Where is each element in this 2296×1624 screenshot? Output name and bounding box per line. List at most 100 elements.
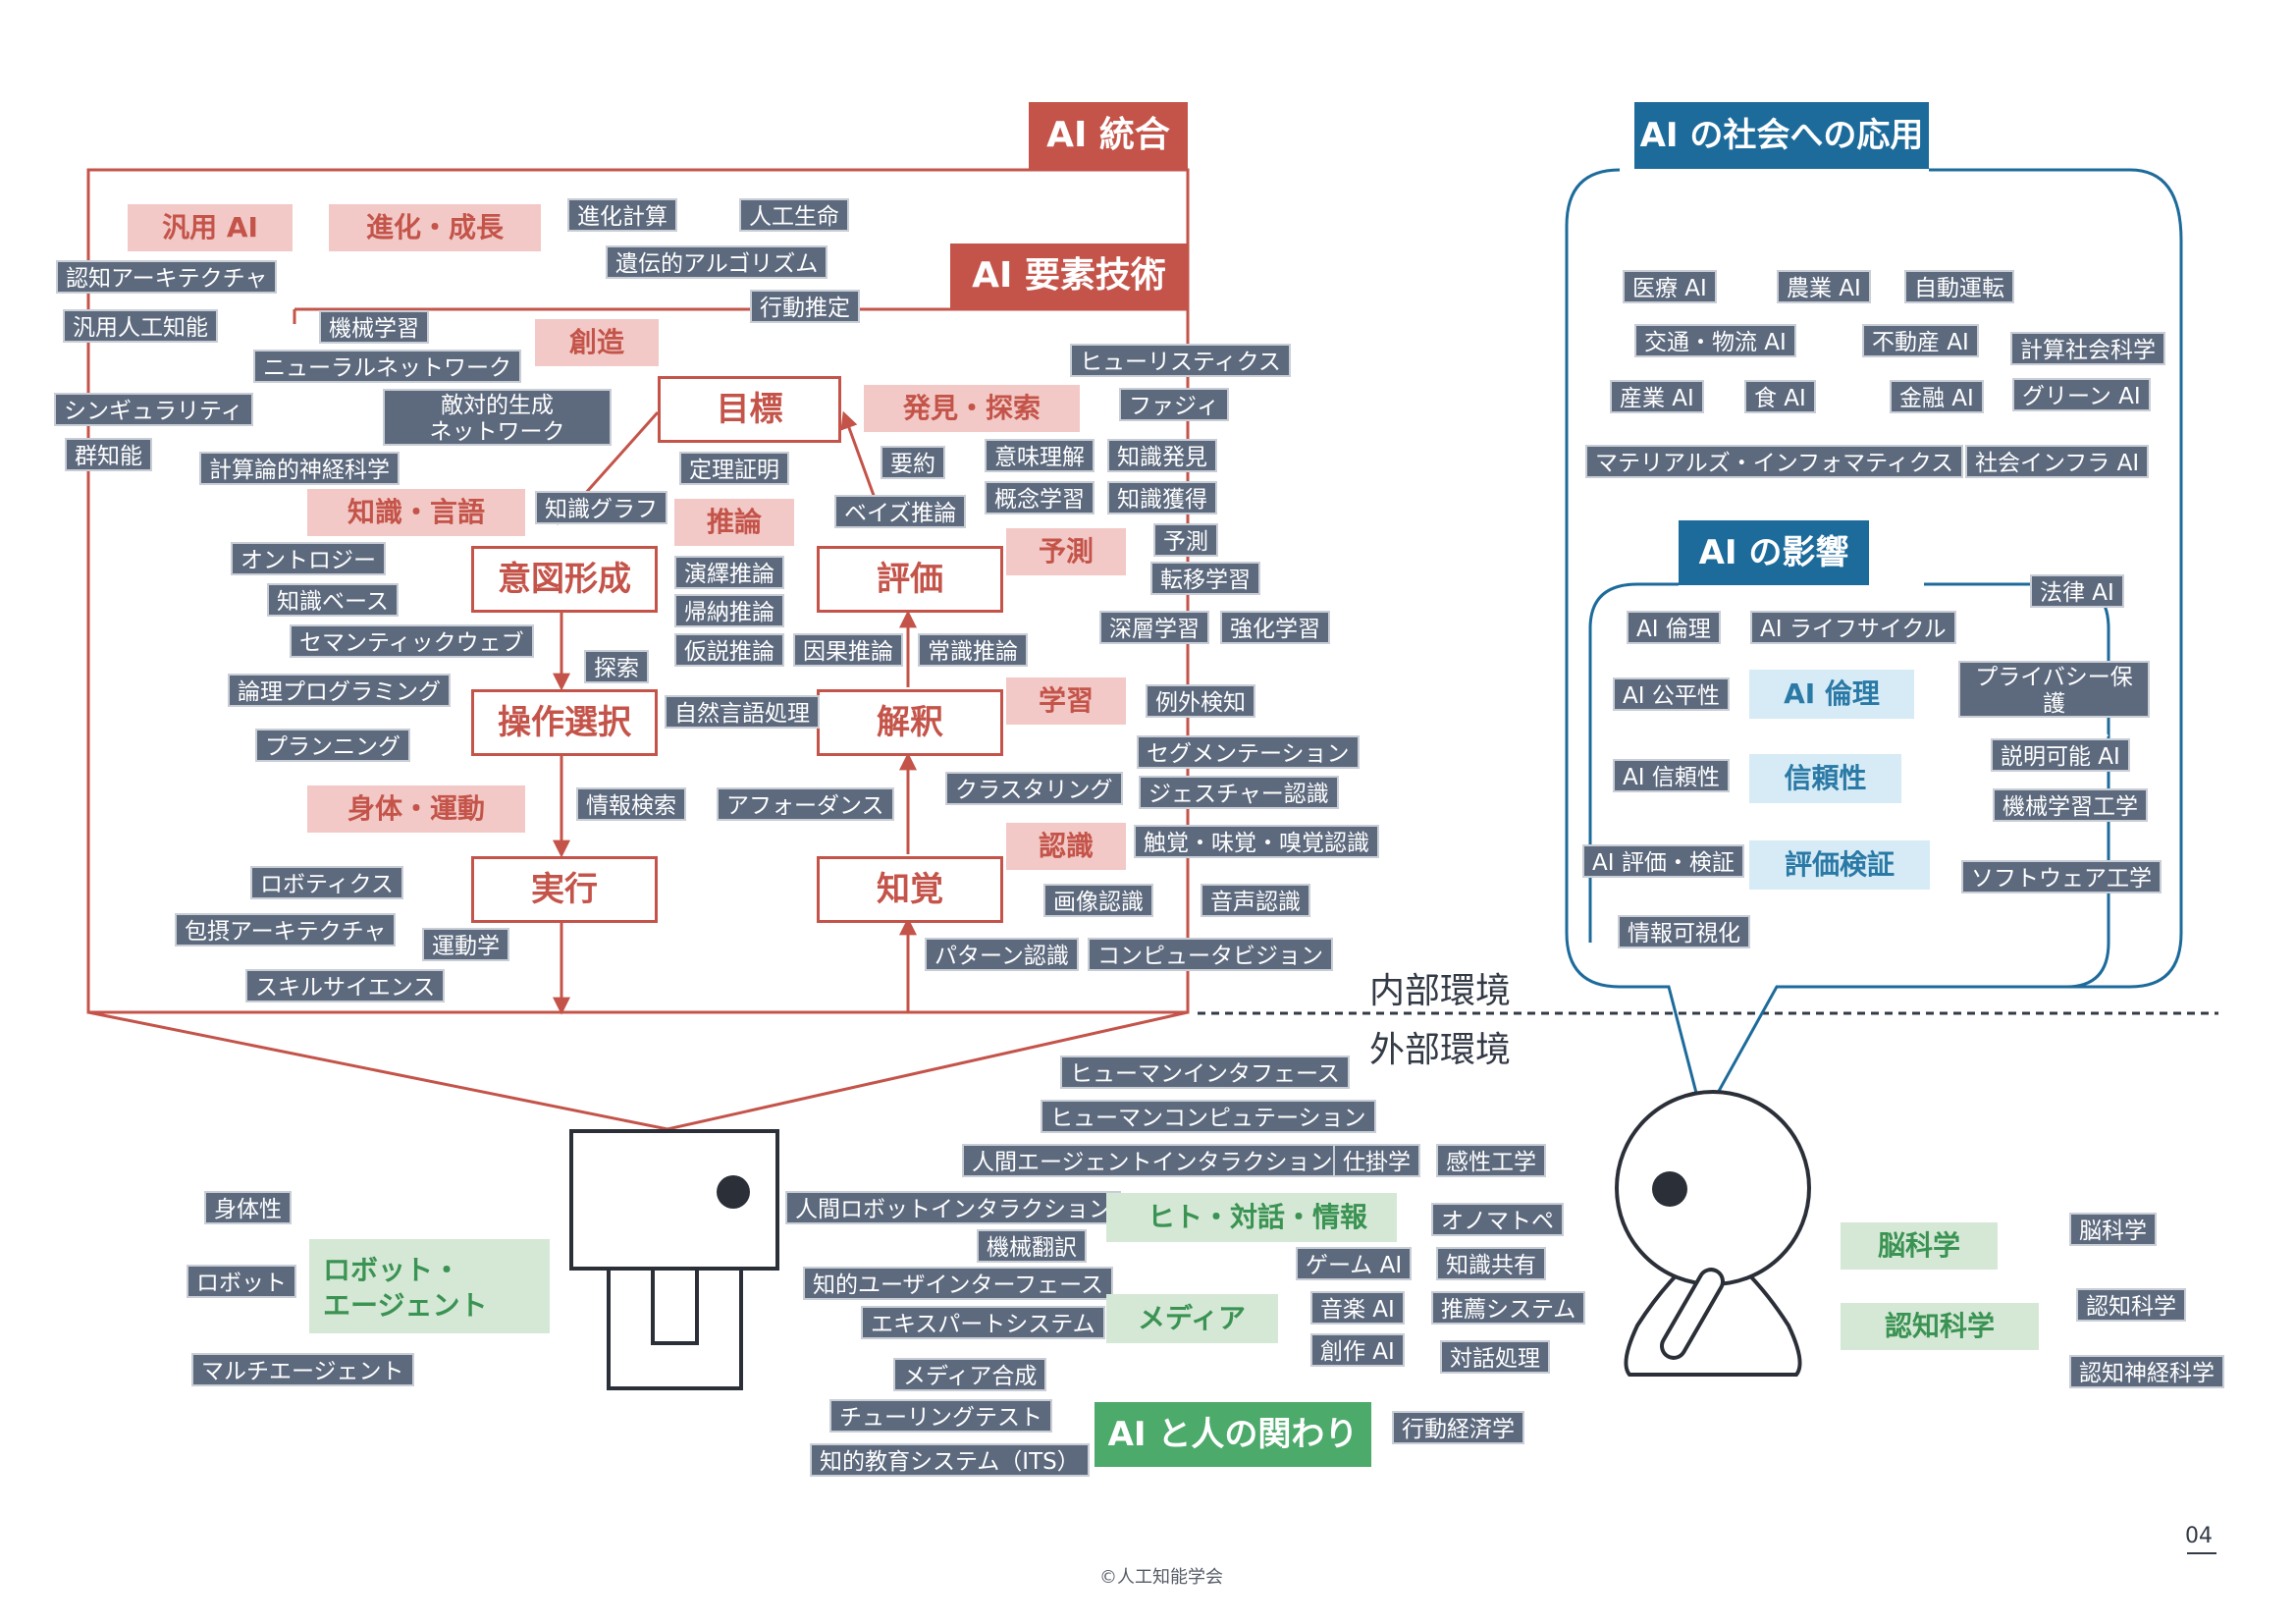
tag-clustering: クラスタリング (945, 772, 1123, 805)
tag-expert-system: エキスパートシステム (861, 1306, 1105, 1339)
tag-ontology: オントロジー (231, 542, 386, 575)
tag-embodiment: 身体性 (204, 1191, 292, 1224)
green-brain-science: 脳科学 (1841, 1222, 1998, 1270)
cycle-perceive: 知覚 (817, 856, 1003, 923)
tag-industry-ai: 産業 AI (1610, 380, 1704, 413)
tag-semantic-understanding: 意味理解 (985, 439, 1095, 472)
ai-human-title: AI と人の関わり (1095, 1402, 1371, 1467)
tag-ai-fairness: AI 公平性 (1613, 677, 1730, 711)
ai-society-bubble (1565, 168, 2183, 1124)
tag-neural-network: ニューラルネットワーク (253, 350, 521, 383)
tag-deductive-reasoning: 演繹推論 (674, 556, 784, 589)
external-environment-label: 外部環境 (1369, 1030, 1512, 1070)
tag-knowledge-base: 知識ベース (267, 583, 399, 617)
tag-ai-evaluation: AI 評価・検証 (1582, 844, 1744, 878)
tag-shikake: 仕掛学 (1333, 1144, 1420, 1177)
tag-touch-taste-smell: 触覚・味覚・嗅覚認識 (1134, 825, 1379, 858)
pink-evolution: 進化・成長 (329, 204, 541, 251)
pink-creation: 創造 (535, 319, 659, 366)
tag-nlp: 自然言語処理 (665, 695, 820, 729)
blue-ai-ethics: AI 倫理 (1749, 670, 1914, 719)
tag-behavioral-economics: 行動経済学 (1392, 1411, 1524, 1444)
internal-environment-label: 内部環境 (1369, 971, 1512, 1011)
ai-integration-title: AI 統合 (1029, 102, 1188, 169)
tag-segmentation: セグメンテーション (1137, 735, 1360, 769)
pink-inference: 推論 (674, 499, 794, 546)
tag-materials-informatics: マテリアルズ・インフォマティクス (1585, 445, 1964, 478)
tag-knowledge-graph: 知識グラフ (535, 491, 667, 524)
tag-theorem-proving: 定理証明 (679, 452, 789, 485)
tag-hai: 人間エージェントインタラクション (962, 1144, 1343, 1177)
blue-reliability: 信頼性 (1749, 754, 1901, 803)
tag-multi-agent: マルチエージェント (191, 1353, 414, 1386)
tag-real-estate-ai: 不動産 AI (1862, 324, 1979, 357)
pink-discovery: 発見・探索 (864, 385, 1080, 432)
tag-prediction: 予測 (1153, 523, 1218, 557)
tag-food-ai: 食 AI (1744, 380, 1816, 413)
tag-gesture-recognition: ジェスチャー認識 (1139, 776, 1339, 809)
tag-machine-translation: 機械翻訳 (977, 1229, 1087, 1263)
tag-robot: ロボット (187, 1265, 296, 1298)
cycle-goal: 目標 (658, 376, 841, 443)
tag-explainable-ai: 説明可能 AI (1991, 738, 2130, 772)
tag-swarm-intelligence: 群知能 (65, 438, 152, 471)
tag-infrastructure-ai: 社会インフラ AI (1965, 445, 2150, 478)
ai-impact-title: AI の影響 (1679, 520, 1869, 585)
tag-finance-ai: 金融 AI (1890, 380, 1984, 413)
tag-intelligent-ui: 知的ユーザインターフェース (803, 1267, 1114, 1300)
tag-hypothesis-reasoning: 仮説推論 (674, 633, 784, 667)
tag-game-ai: ゲーム AI (1296, 1247, 1413, 1280)
tag-machine-learning: 機械学習 (319, 310, 429, 344)
funnel-lines (87, 1010, 1189, 1131)
agent-head (1615, 1090, 1811, 1286)
tag-computational-neuroscience: 計算論的神経科学 (199, 452, 400, 485)
tag-computational-social-science: 計算社会科学 (2010, 332, 2165, 365)
tag-action-inference: 行動推定 (750, 290, 860, 323)
tag-medical-ai: 医療 AI (1623, 270, 1717, 303)
tag-dialogue-processing: 対話処理 (1440, 1340, 1550, 1374)
pink-learning: 学習 (1006, 677, 1126, 725)
tag-ml-engineering: 機械学習工学 (1993, 788, 2148, 822)
page-number: 04 (2185, 1524, 2213, 1548)
cycle-operation: 操作選択 (471, 689, 658, 756)
tag-cognitive-neuroscience: 認知神経科学 (2069, 1355, 2224, 1388)
copyright: ©人工知能学会 (1099, 1567, 1223, 1588)
tag-cognitive-science: 認知科学 (2076, 1288, 2186, 1322)
tag-knowledge-sharing: 知識共有 (1436, 1247, 1546, 1280)
tag-information-retrieval: 情報検索 (576, 787, 686, 821)
tag-turing-test: チューリングテスト (829, 1399, 1052, 1433)
cycle-interpret: 解釈 (817, 689, 1003, 756)
tag-genetic-algorithm: 遺伝的アルゴリズム (606, 245, 828, 279)
tag-its: 知的教育システム（ITS） (810, 1443, 1090, 1477)
tag-creative-ai: 創作 AI (1310, 1333, 1405, 1367)
pink-prediction: 予測 (1006, 528, 1126, 575)
tag-deep-learning: 深層学習 (1099, 611, 1209, 644)
tag-logic-programming: 論理プログラミング (228, 674, 451, 707)
agent-eye (1652, 1171, 1687, 1207)
pink-knowledge-language: 知識・言語 (307, 489, 525, 536)
green-robot-agent-text: ロボット・ エージェント (323, 1254, 488, 1322)
tag-singularity: シンギュラリティ (54, 393, 253, 426)
tag-computer-vision: コンピュータビジョン (1088, 938, 1333, 971)
tag-planning: プランニング (255, 729, 410, 762)
tag-privacy-data-mining: プライバシー保護 データマイニング (1958, 661, 2150, 770)
tag-heuristics: ヒューリスティクス (1070, 344, 1291, 377)
tag-summary: 要約 (881, 446, 945, 479)
ai-elemental-title: AI 要素技術 (950, 244, 1188, 308)
blue-evaluation: 評価検証 (1749, 840, 1930, 890)
cycle-evaluate: 評価 (817, 546, 1003, 613)
tag-recommender-system: 推薦システム (1431, 1291, 1586, 1325)
tag-cognitive-architecture: 認知アーキテクチャ (56, 260, 278, 294)
tag-reinforcement-learning: 強化学習 (1220, 611, 1330, 644)
robot-eye (717, 1175, 750, 1209)
tag-robotics: ロボティクス (250, 866, 403, 899)
tag-speech-recognition: 音声認識 (1201, 884, 1310, 917)
cycle-execute: 実行 (471, 856, 658, 923)
tag-brain-science: 脳科学 (2069, 1213, 2157, 1246)
tag-gan: 敵対的生成 ネットワーク（GAN） (383, 389, 612, 471)
tag-inductive-reasoning: 帰納推論 (674, 594, 784, 627)
tag-media-synthesis: メディア合成 (893, 1358, 1047, 1391)
tag-search: 探索 (584, 650, 649, 683)
tag-agi: 汎用人工知能 (63, 309, 218, 343)
tag-kansei-engineering: 感性工学 (1436, 1144, 1546, 1177)
